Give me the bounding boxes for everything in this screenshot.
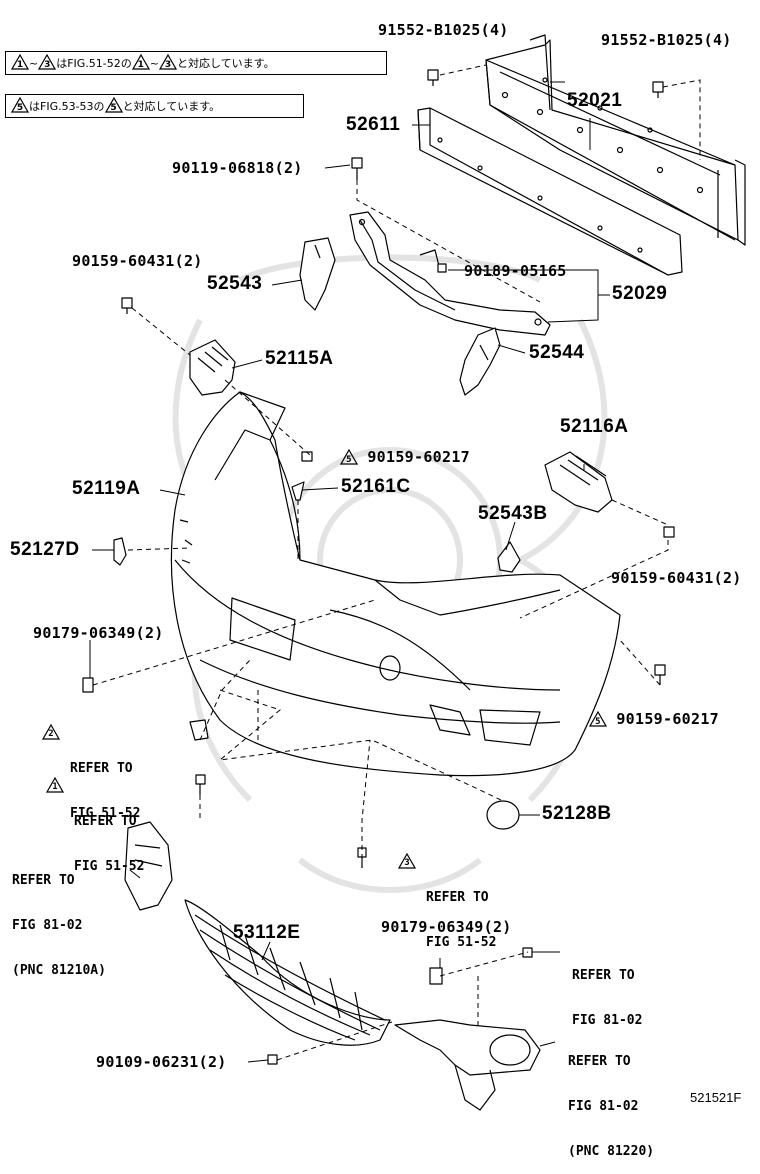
grille-53112e xyxy=(184,899,391,1046)
note-text: はFIG.51-52の xyxy=(56,57,132,70)
fog-lamp-right xyxy=(394,1019,541,1111)
part-label[interactable]: 90179-06349(2) xyxy=(33,624,164,642)
refer-to-note[interactable]: 2 REFER TO FIG 51-52 xyxy=(42,716,140,836)
cap-52127d xyxy=(113,537,127,566)
note-text: と対応しています。 xyxy=(122,100,221,113)
part-label[interactable]: 52611 xyxy=(346,114,401,135)
retainer-52116a xyxy=(544,451,613,513)
part-label[interactable]: 52021 xyxy=(567,90,623,111)
triangle-symbol-icon: 1 xyxy=(11,54,29,70)
part-label[interactable]: 52119A xyxy=(72,478,141,499)
part-label[interactable]: 90109-06231(2) xyxy=(96,1053,227,1071)
bracket-52543 xyxy=(299,237,336,311)
retainer-52115a xyxy=(189,339,236,396)
bracket-52029 xyxy=(349,211,551,336)
triangle-symbol-icon: 1 xyxy=(131,54,150,70)
refer-to-note[interactable]: REFER TO FIG 81-02 (PNC 81210A) xyxy=(12,873,106,978)
part-label[interactable]: 90119-06818(2) xyxy=(172,159,303,177)
fog-lamp-bracket-left xyxy=(124,821,173,911)
part-label[interactable]: 52161C xyxy=(341,476,411,497)
bracket-52544 xyxy=(459,327,501,396)
triangle-symbol-icon: 5 xyxy=(104,97,123,113)
part-label[interactable]: 52115A xyxy=(265,348,334,369)
bumper-cover-52119a xyxy=(170,391,621,777)
plug-52128b xyxy=(486,800,520,830)
refer-to-note[interactable]: 1 REFER TO FIG 51-52 xyxy=(46,769,144,889)
part-label[interactable]: 90159-60431(2) xyxy=(72,252,203,270)
triangle-symbol-icon: 3 xyxy=(159,54,177,70)
reinforcement-52021 xyxy=(485,34,746,246)
triangle-symbol-icon: 5 xyxy=(589,711,607,727)
part-label[interactable]: 52128B xyxy=(542,803,612,824)
part-label[interactable]: 91552-B1025(4) xyxy=(378,21,509,39)
solid-leaders xyxy=(89,81,610,1063)
part-label[interactable]: 90159-60431(2) xyxy=(611,569,742,587)
part-label[interactable]: 52544 xyxy=(529,342,585,363)
fasteners xyxy=(82,69,675,1065)
part-label[interactable]: 90189-05165 xyxy=(464,262,567,280)
part-label[interactable]: 52029 xyxy=(612,283,668,304)
part-label[interactable]: 52127D xyxy=(10,539,80,560)
note-text: はFIG.53-53の xyxy=(29,100,105,113)
part-label-with-symbol[interactable]: 5 90159-60217 xyxy=(340,449,470,465)
exploded-parts-diagram xyxy=(82,34,746,1111)
part-label[interactable]: 53112E xyxy=(233,922,301,943)
part-label[interactable]: 52543 xyxy=(207,273,263,294)
triangle-symbol-icon: 5 xyxy=(11,97,29,113)
triangle-symbol-icon: 5 xyxy=(340,449,358,465)
refer-to-note[interactable]: REFER TO FIG 81-02 xyxy=(572,968,643,1028)
note-text: と対応しています。 xyxy=(177,57,275,70)
part-label[interactable]: 91552-B1025(4) xyxy=(601,31,732,49)
part-label[interactable]: 90179-06349(2) xyxy=(381,918,512,936)
part-label[interactable]: 52543B xyxy=(478,503,548,524)
figure-id: 521521F xyxy=(690,1090,742,1105)
triangle-symbol-icon: 2 xyxy=(42,724,60,740)
part-label-with-symbol[interactable]: 5 90159-60217 xyxy=(589,711,719,727)
part-label[interactable]: 52116A xyxy=(560,416,629,437)
triangle-symbol-icon: 1 xyxy=(46,777,64,793)
triangle-symbol-icon: 3 xyxy=(398,853,416,869)
absorber-52611 xyxy=(417,107,683,276)
refer-to-note[interactable]: 3 REFER TO FIG 51-52 xyxy=(398,845,496,965)
triangle-symbol-icon: 3 xyxy=(38,54,57,70)
refer-to-note[interactable]: REFER TO FIG 81-02 (PNC 81220) xyxy=(568,1054,655,1159)
dashed-leaders xyxy=(92,64,701,1061)
